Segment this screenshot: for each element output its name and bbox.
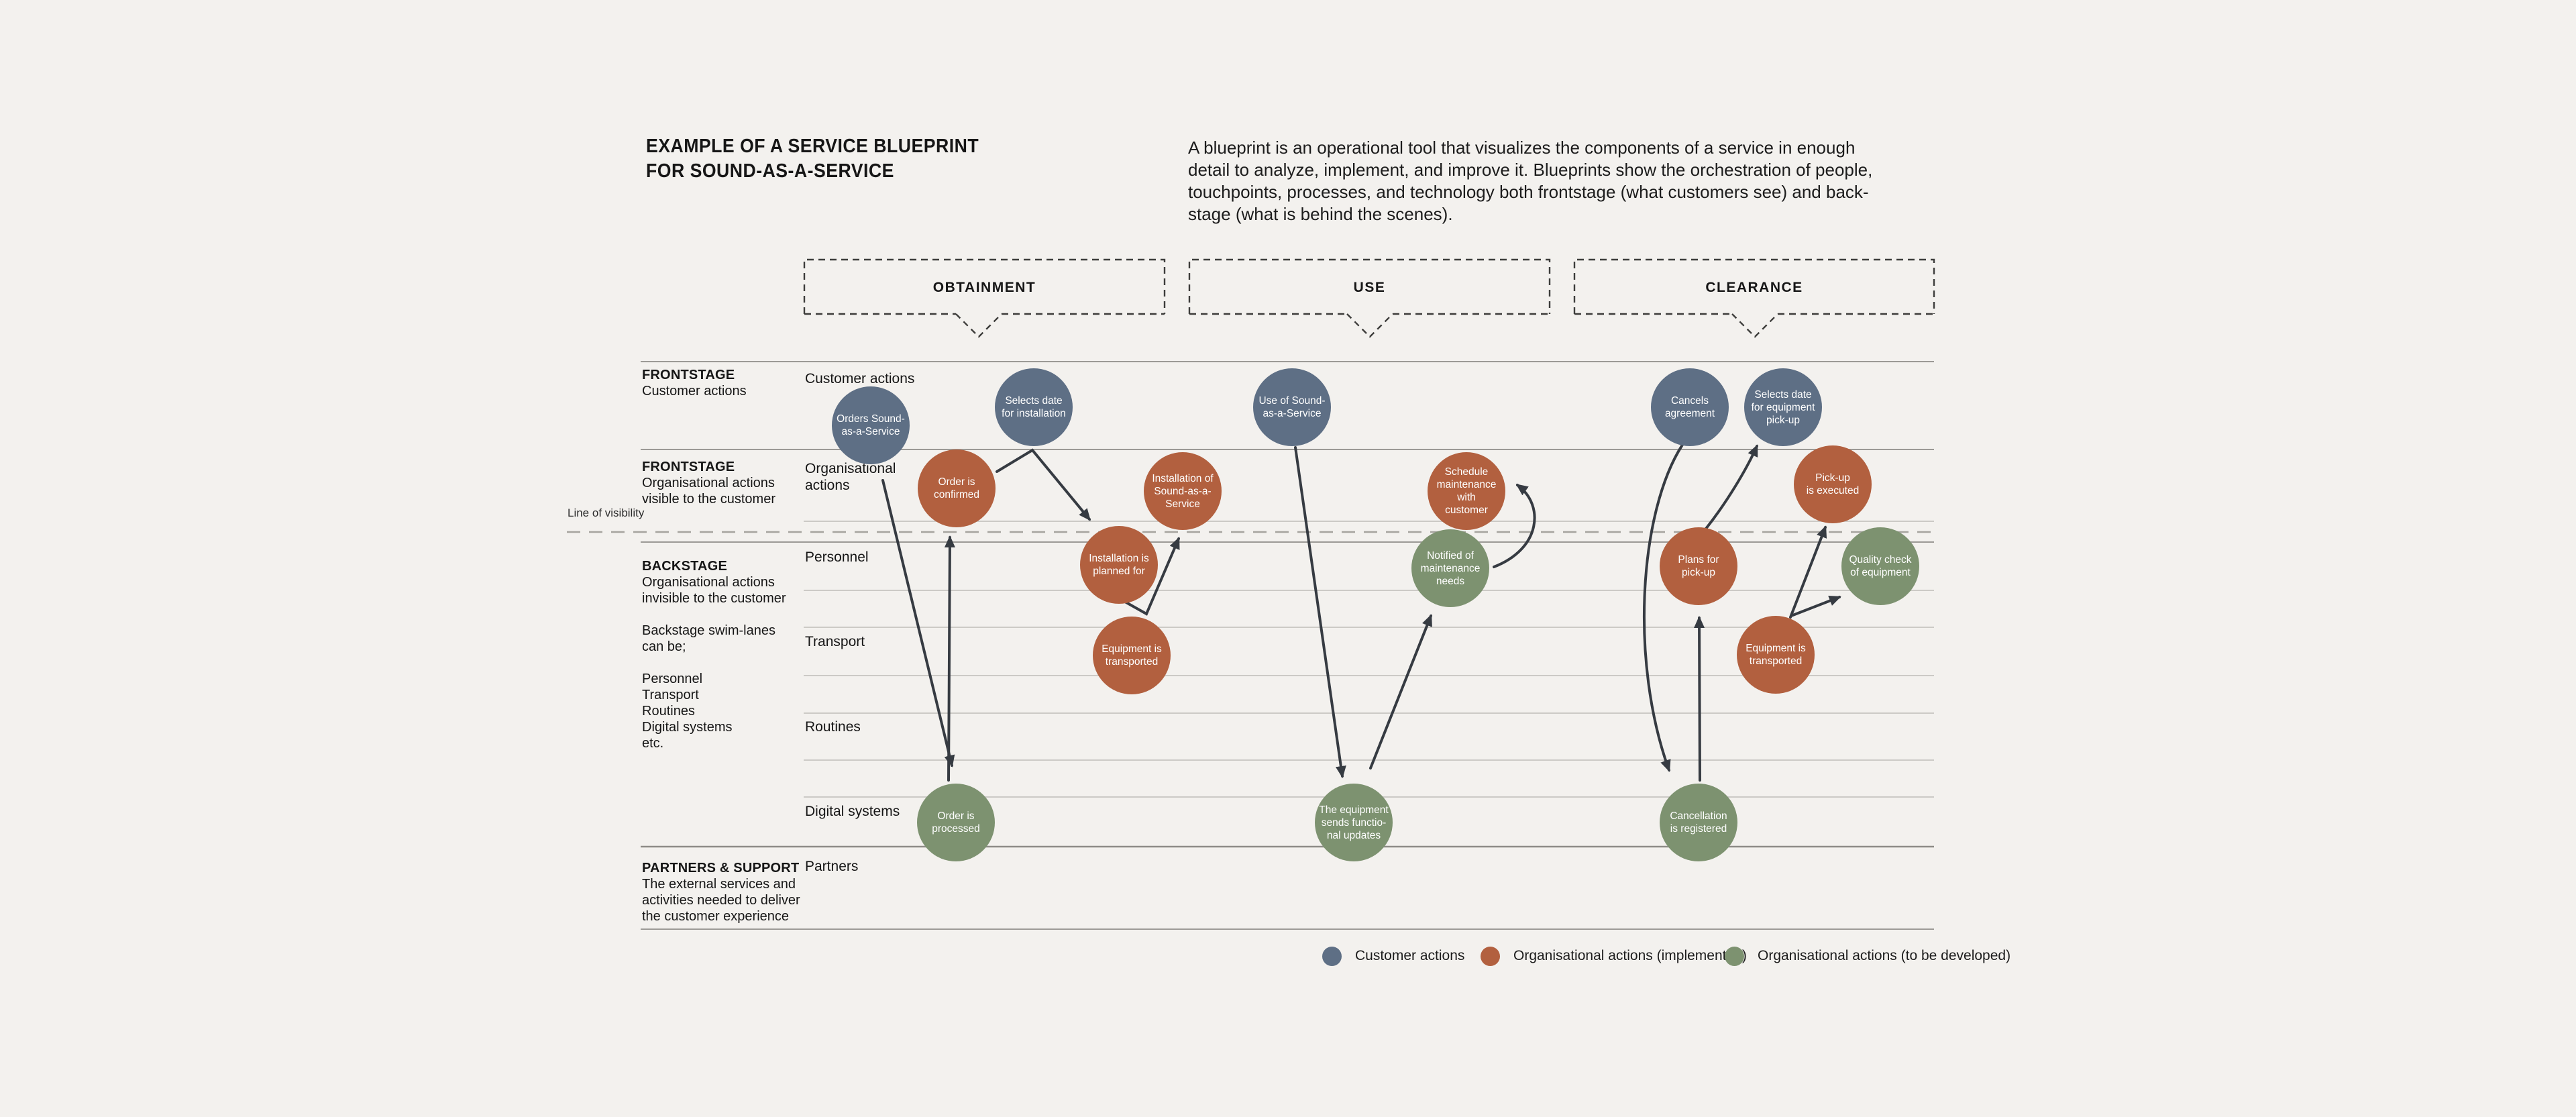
page-description: A blueprint is an operational tool that … <box>1188 138 1873 224</box>
line-of-visibility-label: Line of visibility <box>568 507 645 519</box>
phase-box-tail <box>1731 313 1778 338</box>
section-heading: FRONTSTAGE <box>642 368 735 382</box>
section-label: FRONTSTAGE Organisational actions visible… <box>642 459 810 507</box>
lane-label-personnel: Personnel <box>805 549 869 565</box>
section-description: Organisational actions invisible to the … <box>642 575 786 751</box>
phase-label-use: USE <box>1353 280 1386 295</box>
phase-label-clearance: CLEARANCE <box>1705 280 1803 295</box>
node-pickup-executed: Pick-up is executed <box>1794 445 1872 523</box>
phase-box-tail <box>1346 313 1393 338</box>
flow-arrow-equipment-updates--notified-maintenance <box>1369 614 1432 769</box>
flow-arrow-notified-maintenance--schedule-maintenance <box>1493 484 1536 568</box>
legend-item-customer: Customer actions <box>1322 946 1464 966</box>
legend-label: Organisational actions (to be developed) <box>1758 948 2011 963</box>
section-label: PARTNERS & SUPPORT The external services … <box>642 860 810 924</box>
section-label: FRONTSTAGE Customer actions <box>642 367 810 399</box>
node-cancellation-registered: Cancellation is registered <box>1660 784 1737 861</box>
legend-dot-icon <box>1725 946 1744 966</box>
node-quality-check: Quality check of equipment <box>1841 527 1919 605</box>
legend-label: Organisational actions (implemented) <box>1513 948 1747 963</box>
node-plans-for-pickup: Plans for pick-up <box>1660 527 1737 605</box>
phase-box <box>1573 258 1935 314</box>
section-heading: PARTNERS & SUPPORT <box>642 861 800 875</box>
flow-arrow-equipment-transported-2--quality-check <box>1790 595 1841 617</box>
node-installation-saas: Installation of Sound-as-a- Service <box>1144 452 1222 530</box>
legend-dot-icon <box>1322 946 1342 966</box>
flow-arrow-order-confirmed--installation-planned <box>996 448 1091 521</box>
legend-label: Customer actions <box>1355 948 1465 963</box>
flow-arrow-cancellation-registered--plans-for-pickup <box>1694 616 1705 782</box>
flow-arrow-equipment-transported-2--pickup-executed <box>1789 525 1827 619</box>
section-description: The external services and activities nee… <box>642 877 800 924</box>
node-order-confirmed: Order is confirmed <box>918 449 996 527</box>
section-description: Organisational actions visible to the cu… <box>642 476 775 507</box>
flow-arrow-use-of-sound--equipment-updates <box>1294 446 1346 778</box>
section-heading: BACKSTAGE <box>642 559 727 574</box>
flow-arrow-order-processed--order-confirmed <box>944 535 955 782</box>
lane-label-customer-actions: Customer actions <box>805 371 915 386</box>
node-selects-pickup-date: Selects date for equipment pick-up <box>1744 368 1822 446</box>
phase-box <box>803 258 1166 314</box>
section-description: Customer actions <box>642 384 747 398</box>
lane-label-routines: Routines <box>805 719 861 735</box>
node-orders-sound: Orders Sound- as-a-Service <box>832 386 910 464</box>
phase-label-obtainment: OBTAINMENT <box>932 280 1036 295</box>
node-installation-planned: Installation is planned for <box>1080 526 1158 604</box>
flow-arrow-installation-planned--installation-saas <box>1124 537 1180 616</box>
flow-arrow-orders-sound--order-processed <box>881 479 955 767</box>
section-heading: FRONTSTAGE <box>642 460 735 474</box>
flow-arrow-plans-for-pickup--selects-pickup-date <box>1705 444 1758 530</box>
lane-label-organisational: Organisational actions <box>805 461 896 493</box>
lane-label-transport: Transport <box>805 634 865 649</box>
node-equipment-updates: The equipment sends functio- nal updates <box>1315 784 1393 861</box>
node-selects-install-date: Selects date for installation <box>995 368 1073 446</box>
node-notified-maintenance: Notified of maintenance needs <box>1411 529 1489 607</box>
lane-label-partners: Partners <box>805 859 859 874</box>
node-use-of-sound: Use of Sound- as-a-Service <box>1253 368 1331 446</box>
node-cancels-agreement: Cancels agreement <box>1651 368 1729 446</box>
node-equipment-transported-1: Equipment is transported <box>1093 617 1171 694</box>
phase-box <box>1188 258 1551 314</box>
legend-dot-icon <box>1481 946 1500 966</box>
node-order-processed: Order is processed <box>917 784 995 861</box>
page-title: EXAMPLE OF A SERVICE BLUEPRINT FOR SOUND… <box>646 136 979 182</box>
legend-item-to_be_developed: Organisational actions (to be developed) <box>1725 946 2010 966</box>
flow-arrow-cancels-agreement--cancellation-registered <box>1642 443 1684 772</box>
node-schedule-maintenance: Schedule maintenance with customer <box>1428 452 1505 530</box>
phase-box-tail <box>955 313 1002 338</box>
node-equipment-transported-2: Equipment is transported <box>1737 616 1815 694</box>
legend-item-implemented: Organisational actions (implemented) <box>1481 946 1747 966</box>
lane-label-digital-systems: Digital systems <box>805 804 900 819</box>
